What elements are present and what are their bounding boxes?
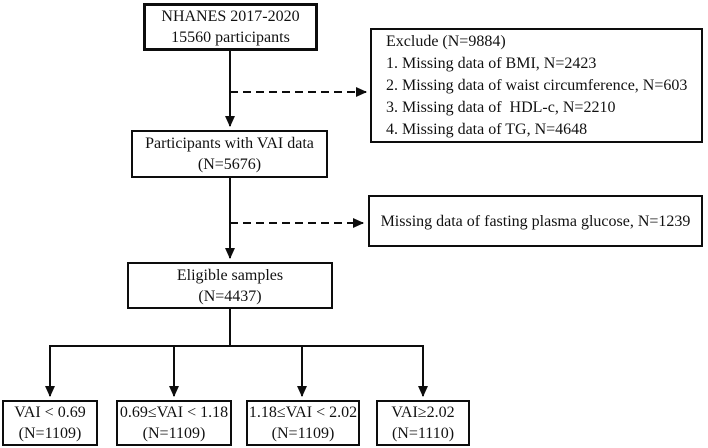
box-vai-participants-line1: Participants with VAI data — [145, 135, 314, 152]
box-vai-quartile-3-count: (N=1109) — [271, 425, 335, 442]
box-eligible-samples-line2: (N=4437) — [198, 287, 262, 305]
box-vai-quartile-1-range: VAI < 0.69 — [14, 404, 86, 421]
box-vai-quartile-1-count: (N=1109) — [18, 425, 82, 442]
box-vai-quartile-2-range: 0.69≤VAI < 1.18 — [119, 404, 229, 421]
box-vai-quartile-4: VAI≥2.02 (N=1110) — [376, 400, 470, 446]
box-nhanes-total-line1: NHANES 2017-2020 — [161, 8, 300, 25]
box-vai-quartile-4-range: VAI≥2.02 — [391, 404, 455, 421]
box-exclude-title: Exclude (N=9884) — [386, 32, 506, 50]
box-vai-quartile-3-range: 1.18≤VAI < 2.02 — [248, 404, 358, 421]
box-exclude-item: 1. Missing data of BMI, N=2423 — [386, 54, 597, 72]
box-exclude-item: 3. Missing data of HDL-c, N=2210 — [386, 98, 616, 116]
box-vai-quartile-1: VAI < 0.69 (N=1109) — [2, 400, 98, 446]
box-exclude-item: 2. Missing data of waist circumference, … — [386, 76, 688, 94]
box-exclude-item: 4. Missing data of TG, N=4648 — [386, 120, 588, 138]
box-missing-glucose: Missing data of fasting plasma glucose, … — [368, 195, 703, 247]
box-nhanes-total: NHANES 2017-2020 15560 participants — [143, 3, 318, 51]
box-vai-quartile-4-count: (N=1110) — [391, 425, 455, 442]
box-vai-quartile-2-count: (N=1109) — [142, 425, 206, 442]
box-vai-participants-line2: (N=5676) — [197, 156, 262, 173]
box-vai-quartile-2: 0.69≤VAI < 1.18 (N=1109) — [116, 400, 232, 446]
box-eligible-samples-line1: Eligible samples — [176, 266, 284, 284]
box-missing-glucose-line1: Missing data of fasting plasma glucose, … — [380, 212, 691, 230]
box-nhanes-total-line2: 15560 participants — [171, 29, 290, 46]
box-exclude: Exclude (N=9884) 1. Missing data of BMI,… — [370, 28, 703, 143]
box-vai-quartile-3: 1.18≤VAI < 2.02 (N=1109) — [246, 400, 360, 446]
box-eligible-samples: Eligible samples (N=4437) — [127, 262, 333, 309]
box-vai-participants: Participants with VAI data (N=5676) — [131, 130, 328, 178]
